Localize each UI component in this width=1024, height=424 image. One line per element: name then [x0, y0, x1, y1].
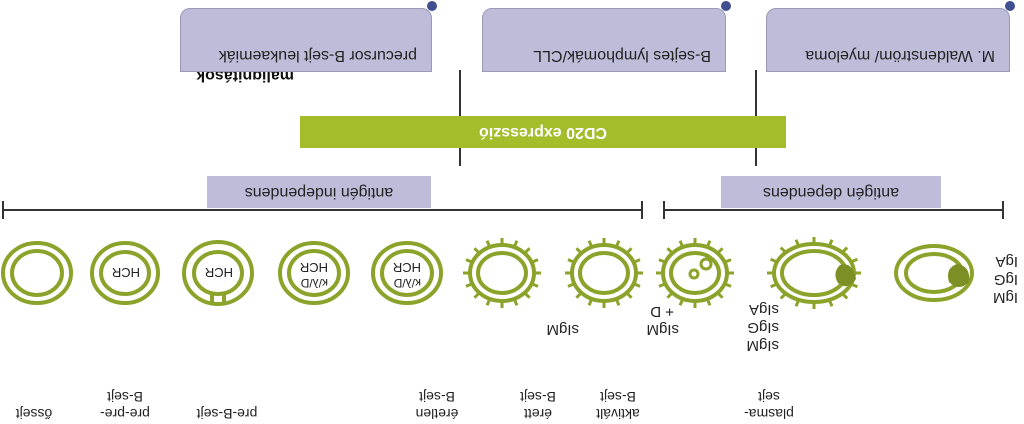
receptor-spike: [666, 247, 674, 255]
receptor-spike: [587, 240, 594, 248]
receptor-spike: [512, 240, 519, 248]
surface-ig-activated-1: sIgM: [746, 337, 779, 354]
hcr-label: HCR: [111, 265, 140, 280]
receptor-spike: [465, 282, 474, 288]
receptor-spike: [770, 282, 778, 289]
pre-pre-b-cell: [90, 241, 160, 305]
receptor-spike: [575, 247, 583, 255]
receptor-spike: [850, 257, 858, 264]
surface-ig-mature-1: sIgM: [646, 321, 679, 338]
receptor-spike: [530, 282, 539, 288]
hcr-label: HCR: [392, 260, 421, 275]
surface-ig-immature: sIgM: [546, 321, 579, 338]
receptor-spike: [841, 246, 849, 254]
receptor-spike: [658, 282, 667, 288]
surface-ig-mature-2: + D: [650, 303, 674, 320]
receptor-spike: [473, 291, 481, 299]
cell-label-activated: aktivált B-sejt: [596, 389, 640, 422]
receptor-spike: [723, 258, 732, 264]
cell-label-pre-b: pre-B-sejt: [196, 406, 258, 422]
receptor-spike: [575, 291, 583, 299]
plasma-nucleus: [948, 264, 970, 287]
receptor-spike: [666, 291, 674, 299]
receptor-spike: [723, 282, 732, 288]
receptor-spike: [716, 291, 724, 299]
plasma-ig-2: IgG: [993, 271, 1018, 288]
kappa-lambda-label: κ/λ/D: [393, 276, 421, 290]
receptor-spike: [614, 240, 621, 248]
hcr-label: HCR: [299, 260, 328, 275]
surface-ig-activated-3: sIgA: [748, 301, 779, 318]
receptor-spike: [850, 282, 858, 289]
cell-label-stem: őssejt: [15, 406, 53, 422]
hcr-label: HCR: [204, 265, 233, 280]
receptor-spike: [794, 239, 801, 247]
receptor-spike: [625, 291, 633, 299]
receptor-spike: [587, 298, 594, 306]
receptor-spike: [779, 246, 787, 254]
receptor-spike: [678, 298, 685, 306]
receptor-spike: [705, 298, 712, 306]
surface-ig-activated-2: sIgG: [747, 319, 779, 336]
cell-label-mature: érett B-sejt: [520, 389, 556, 422]
cell-label-immature: éretlen B-sejt: [415, 389, 459, 422]
receptor-spike: [485, 240, 492, 248]
receptor-spike: [632, 258, 641, 264]
cell-kappa-lambda-2: [371, 241, 443, 305]
receptor-spike: [614, 298, 621, 306]
receptor-spike: [716, 247, 724, 255]
receptor-spike: [523, 291, 531, 299]
cell-kappa-lambda-1: [278, 241, 350, 305]
receptor-spike: [473, 247, 481, 255]
kappa-lambda-label: κ/λ/D: [300, 276, 328, 290]
receptor-spike: [485, 298, 492, 306]
receptor-spike: [512, 298, 519, 306]
receptor-spike: [632, 282, 641, 288]
plasma-nucleus: [835, 264, 856, 287]
receptor-spike: [841, 292, 849, 300]
activated-b-cell: [661, 243, 729, 303]
receptor-spike: [567, 258, 576, 264]
receptor-spike: [705, 240, 712, 248]
mature-b-cell: [570, 243, 638, 303]
cell-label-pre-pre-b: pre-pre- B-sejt: [100, 389, 150, 422]
receptor-spike: [827, 239, 834, 247]
plasma-ig-1: IgM: [992, 289, 1018, 306]
stem-cell: [1, 241, 73, 305]
pre-b-cell: [182, 240, 254, 306]
receptor-spike: [794, 299, 801, 307]
receptor-spike: [658, 258, 667, 264]
receptor-spike: [770, 257, 778, 264]
plasma-ig-3: IgA: [995, 253, 1018, 270]
receptor-spike: [678, 240, 685, 248]
receptor-spike: [530, 258, 539, 264]
receptor-spike: [625, 247, 633, 255]
cell-label-plasma: plasma- sejt: [744, 389, 794, 422]
receptor-spike: [567, 282, 576, 288]
receptor-spike: [523, 247, 531, 255]
receptor-spike: [465, 258, 474, 264]
immature-b-cell: [468, 243, 536, 303]
receptor-spike: [779, 292, 787, 300]
receptor-spike: [827, 299, 834, 307]
